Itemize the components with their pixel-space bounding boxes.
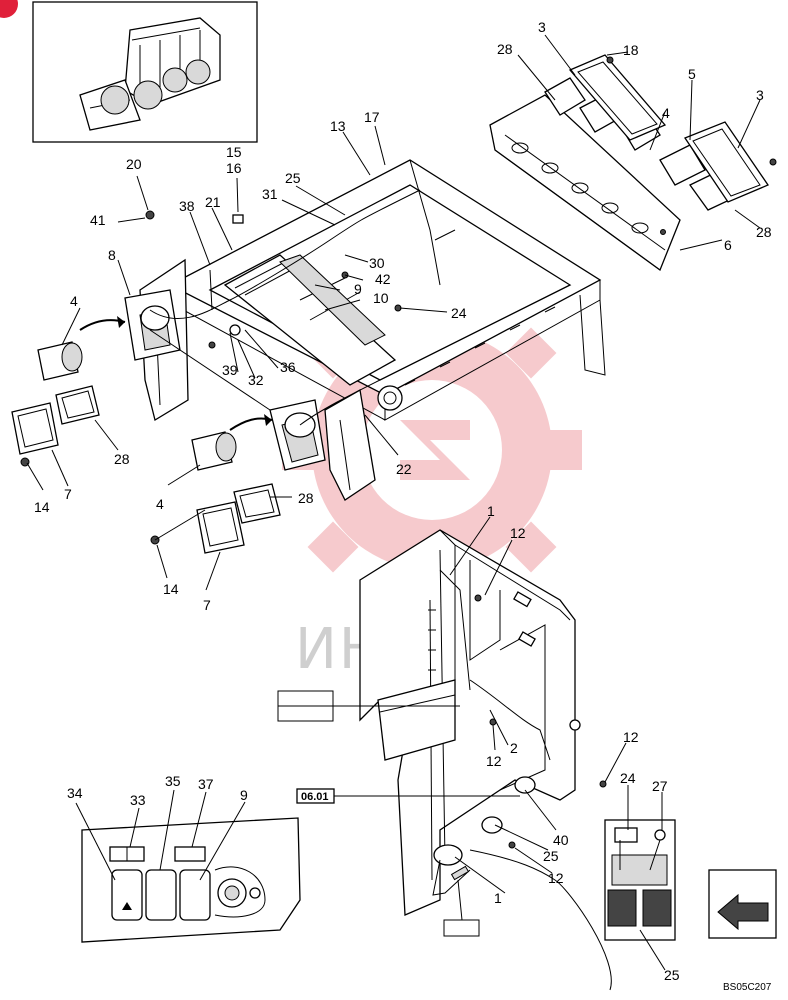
control-module xyxy=(604,819,676,941)
callout-22: 22 xyxy=(396,461,412,477)
rear-light-bar xyxy=(489,54,777,272)
callout-16: 16 xyxy=(226,160,242,176)
callout-6: 6 xyxy=(724,237,732,253)
callout-33: 33 xyxy=(130,792,146,808)
callout-14: 14 xyxy=(34,499,50,515)
switch-35 xyxy=(145,869,177,921)
callout-10: 10 xyxy=(373,290,389,306)
front-lamp-left xyxy=(11,341,100,467)
callout-34: 34 xyxy=(67,785,83,801)
callout-30: 30 xyxy=(369,255,385,271)
callout-25: 25 xyxy=(285,170,301,186)
callout-28: 28 xyxy=(298,490,314,506)
leader-lines xyxy=(26,34,761,971)
callout-25: 25 xyxy=(664,967,680,983)
callout-28: 28 xyxy=(114,451,130,467)
callout-7: 7 xyxy=(203,597,211,613)
direction-arrow-icon xyxy=(708,869,777,939)
callout-39: 39 xyxy=(222,362,238,378)
callout-18: 18 xyxy=(623,42,639,58)
machine-thumbnail xyxy=(32,1,258,143)
callout-3: 3 xyxy=(538,19,546,35)
callout-15: 15 xyxy=(226,144,242,160)
callout-42: 42 xyxy=(375,271,391,287)
callout-28: 28 xyxy=(497,41,513,57)
drawing-code: BS05C207 xyxy=(723,982,772,993)
callout-labels: 3 18 28 5 3 4 28 6 13 17 15 16 20 25 31 … xyxy=(34,19,772,983)
callout-25: 25 xyxy=(543,848,559,864)
callout-40: 40 xyxy=(553,832,569,848)
callout-9: 9 xyxy=(240,787,248,803)
side-frame xyxy=(359,529,612,991)
cab-frame xyxy=(79,159,606,501)
callout-27: 27 xyxy=(652,778,668,794)
switch-9 xyxy=(179,869,211,921)
callout-24: 24 xyxy=(451,305,467,321)
callout-31: 31 xyxy=(262,186,278,202)
callout-36: 36 xyxy=(280,359,296,375)
callout-2: 2 xyxy=(510,740,518,756)
callout-13: 13 xyxy=(330,118,346,134)
reference-boxes xyxy=(277,690,520,937)
callout-17: 17 xyxy=(364,109,380,125)
callout-24: 24 xyxy=(620,770,636,786)
callout-41: 41 xyxy=(90,212,106,228)
callout-20: 20 xyxy=(126,156,142,172)
callout-1: 1 xyxy=(494,890,502,906)
callout-38: 38 xyxy=(179,198,195,214)
callout-21: 21 xyxy=(205,194,221,210)
callout-1: 1 xyxy=(487,503,495,519)
switch-34 xyxy=(111,869,143,921)
callout-14: 14 xyxy=(163,581,179,597)
switch-panel xyxy=(81,817,301,943)
callout-12: 12 xyxy=(510,525,526,541)
callout-35: 35 xyxy=(165,773,181,789)
callout-4: 4 xyxy=(156,496,164,512)
callout-37: 37 xyxy=(198,776,214,792)
corner-marker xyxy=(0,0,18,18)
reference-label: 06.01 xyxy=(301,791,329,803)
callout-12: 12 xyxy=(486,753,502,769)
callout-7: 7 xyxy=(64,486,72,502)
callout-5: 5 xyxy=(688,66,696,82)
callout-9: 9 xyxy=(354,281,362,297)
callout-4: 4 xyxy=(662,105,670,121)
callout-12: 12 xyxy=(548,870,564,886)
callout-12: 12 xyxy=(623,729,639,745)
callout-4: 4 xyxy=(70,293,78,309)
callout-8: 8 xyxy=(108,247,116,263)
callout-28: 28 xyxy=(756,224,772,240)
switch-37 xyxy=(174,846,206,862)
callout-3: 3 xyxy=(756,87,764,103)
front-lamp-right xyxy=(150,431,281,554)
callout-32: 32 xyxy=(248,372,264,388)
